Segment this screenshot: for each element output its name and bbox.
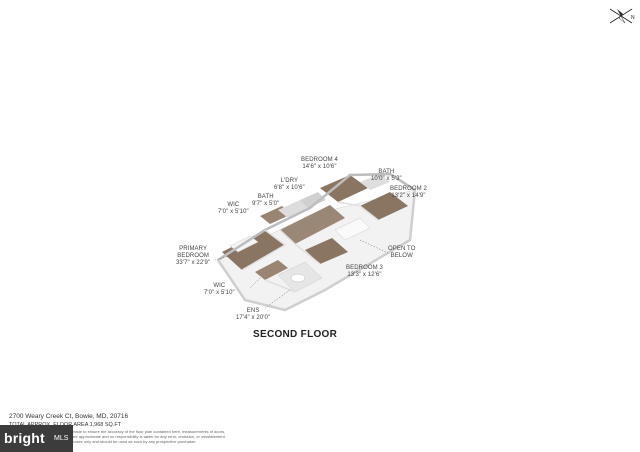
floor-plan-diagram <box>214 172 417 312</box>
primary-bedroom-floor <box>222 230 285 270</box>
floor-title: SECOND FLOOR <box>253 329 338 340</box>
bright-mls-logo: bright MLS <box>0 425 73 452</box>
logo-text: bright <box>4 430 45 446</box>
open-to-below-area <box>334 217 371 241</box>
compass-n-label: N <box>631 15 635 21</box>
north-compass-icon: N <box>609 8 635 24</box>
wic-lower-floor <box>255 260 288 280</box>
disclaimer-line-3: poses only and should be used as such by… <box>72 439 197 444</box>
logo-mls-text: MLS <box>54 435 69 442</box>
bath-left-floor <box>278 200 310 218</box>
tub-icon <box>290 273 306 283</box>
laundry-floor <box>300 192 326 208</box>
property-address: 2700 Weary Creek Ct, Bowie, MD, 20716 <box>9 413 129 420</box>
hallway-floor <box>280 205 345 244</box>
bedroom-3-floor <box>305 238 348 264</box>
disclaimer-line-1: made to ensure the accuracy of the floor… <box>72 429 226 434</box>
bedroom-4-floor <box>320 175 368 202</box>
bedroom-2-floor <box>360 192 408 220</box>
disclaimer-line-2: are approximate and no responsibility is… <box>72 434 226 439</box>
bath-right-floor <box>360 174 390 190</box>
